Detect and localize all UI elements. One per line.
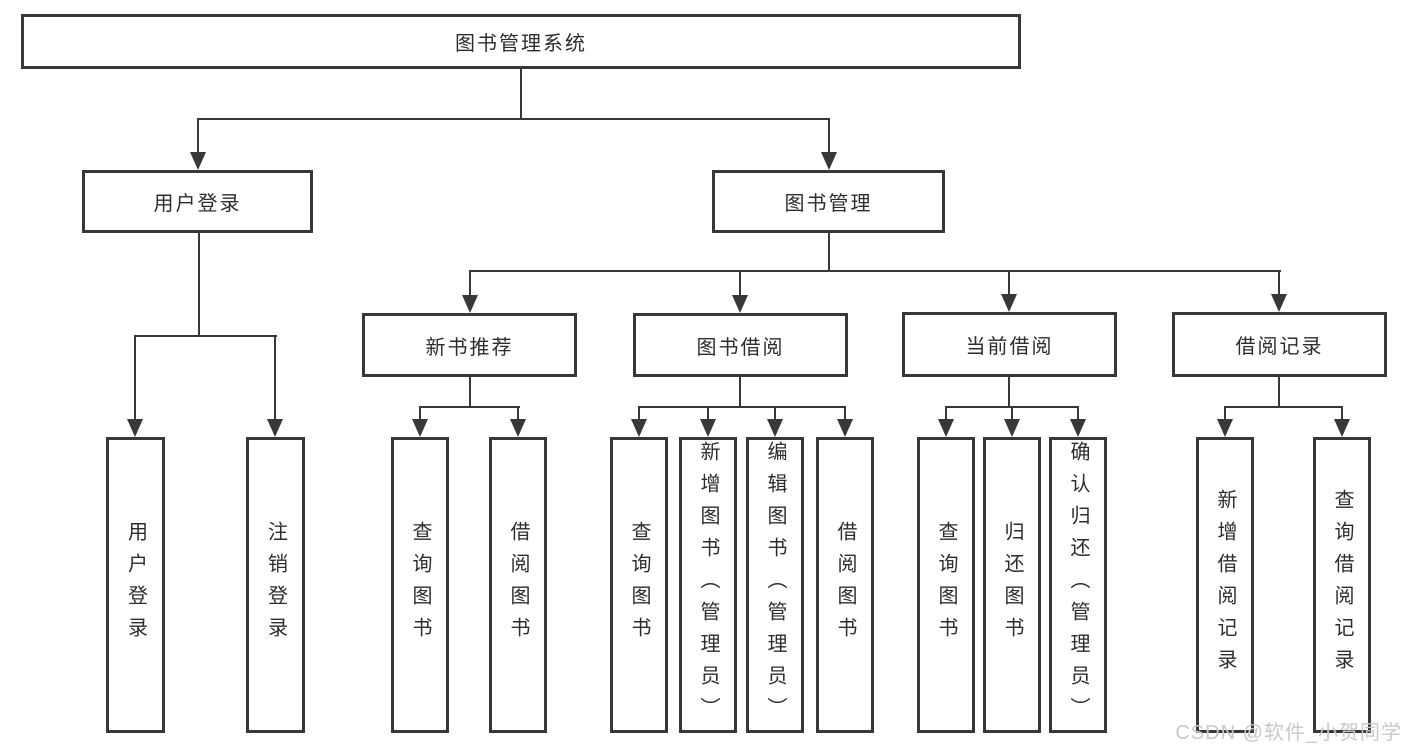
arrowhead-down-icon <box>767 419 783 437</box>
leaf-label: 注销登录 <box>264 521 287 649</box>
edge-line <box>844 408 846 419</box>
node-root-library-system: 图书管理系统 <box>21 14 1021 69</box>
edge-line <box>134 335 277 337</box>
edge-line <box>520 69 522 118</box>
edge-line <box>274 337 276 419</box>
arrowhead-down-icon <box>127 419 143 437</box>
node-label: 图书管理 <box>784 193 873 215</box>
edge-line <box>469 272 471 295</box>
leaf-current-confirm-return-admin: 确认归还（管理员） <box>1049 437 1107 733</box>
edge-line <box>739 377 741 406</box>
edge-line <box>1341 408 1343 419</box>
edge-line <box>134 337 136 419</box>
edge-line <box>198 233 200 335</box>
arrowhead-down-icon <box>1217 419 1233 437</box>
edge-line <box>1077 408 1079 419</box>
arrowhead-down-icon <box>631 419 647 437</box>
edge-line <box>828 233 830 270</box>
arrowhead-down-icon <box>412 419 428 437</box>
csdn-watermark: CSDN @软件_小贺同学 <box>1175 722 1402 744</box>
edge-line <box>707 408 709 419</box>
arrowhead-down-icon <box>1070 419 1086 437</box>
leaf-record-add-borrow-record: 新增借阅记录 <box>1196 437 1254 733</box>
arrowhead-down-icon <box>1001 294 1017 312</box>
arrowhead-down-icon <box>462 295 478 313</box>
edge-line <box>945 408 947 419</box>
leaf-label: 查询图书 <box>935 521 957 649</box>
edge-line <box>517 408 519 419</box>
arrowhead-down-icon <box>837 419 853 437</box>
edge-line <box>197 120 199 152</box>
leaf-user-login: 用户登录 <box>106 437 165 733</box>
node-label: 图书借阅 <box>696 336 785 359</box>
leaf-borrow-borrow-books: 借阅图书 <box>816 437 874 733</box>
arrowhead-down-icon <box>732 295 748 313</box>
edge-line <box>1008 377 1010 406</box>
leaf-label: 借阅图书 <box>834 521 856 649</box>
edge-line <box>828 120 830 152</box>
node-label: 借阅记录 <box>1235 336 1324 358</box>
edge-line <box>1011 408 1013 419</box>
node-label: 用户登录 <box>153 193 242 215</box>
leaf-label: 借阅图书 <box>507 521 529 649</box>
node-book-borrow: 图书借阅 <box>633 313 848 377</box>
arrowhead-down-icon <box>938 419 954 437</box>
edge-line <box>638 408 640 419</box>
node-label: 当前借阅 <box>965 336 1054 358</box>
leaf-borrow-edit-books-admin: 编辑图书（管理员） <box>746 437 804 733</box>
node-label: 图书管理系统 <box>455 33 587 55</box>
leaf-record-query-borrow-record: 查询借阅记录 <box>1313 437 1371 733</box>
node-book-management: 图书管理 <box>712 170 945 233</box>
leaf-label: 新增借阅记录 <box>1214 489 1236 681</box>
node-current-borrow: 当前借阅 <box>902 312 1117 377</box>
node-new-book-recommend: 新书推荐 <box>362 313 577 377</box>
edge-line <box>774 408 776 419</box>
leaf-borrow-add-books-admin: 新增图书（管理员） <box>679 437 737 733</box>
arrowhead-down-icon <box>1004 419 1020 437</box>
edge-line <box>1008 272 1010 295</box>
leaf-current-return-books: 归还图书 <box>983 437 1041 733</box>
leaf-logout: 注销登录 <box>246 437 305 733</box>
arrowhead-down-icon <box>190 152 206 170</box>
edge-line <box>419 408 421 419</box>
edge-line <box>1224 408 1226 419</box>
leaf-label: 用户登录 <box>124 521 147 649</box>
edge-line <box>1224 406 1343 408</box>
leaf-label: 查询图书 <box>409 521 431 649</box>
leaf-label: 归还图书 <box>1001 521 1023 649</box>
leaf-current-query-books: 查询图书 <box>917 437 975 733</box>
leaf-label: 查询图书 <box>628 521 650 649</box>
arrowhead-down-icon <box>700 419 716 437</box>
edge-line <box>197 118 830 120</box>
node-user-login: 用户登录 <box>82 170 313 233</box>
edge-line <box>1278 272 1280 295</box>
edge-line <box>469 270 1281 272</box>
edge-line <box>1278 377 1280 406</box>
leaf-label: 确认归还（管理员） <box>1067 441 1089 729</box>
edge-line <box>945 406 1079 408</box>
edge-line <box>419 406 520 408</box>
edge-line <box>469 377 471 406</box>
edge-line <box>638 406 846 408</box>
edge-line <box>739 272 741 295</box>
leaf-newbook-borrow-books: 借阅图书 <box>489 437 547 733</box>
arrowhead-down-icon <box>1271 294 1287 312</box>
arrowhead-down-icon <box>267 419 283 437</box>
arrowhead-down-icon <box>821 152 837 170</box>
arrowhead-down-icon <box>510 419 526 437</box>
leaf-borrow-query-books: 查询图书 <box>610 437 668 733</box>
node-label: 新书推荐 <box>425 336 514 359</box>
leaf-label: 新增图书（管理员） <box>697 441 719 729</box>
node-borrow-record: 借阅记录 <box>1172 312 1387 377</box>
leaf-label: 编辑图书（管理员） <box>764 441 786 729</box>
arrowhead-down-icon <box>1334 419 1350 437</box>
leaf-newbook-query-books: 查询图书 <box>391 437 449 733</box>
leaf-label: 查询借阅记录 <box>1331 489 1353 681</box>
